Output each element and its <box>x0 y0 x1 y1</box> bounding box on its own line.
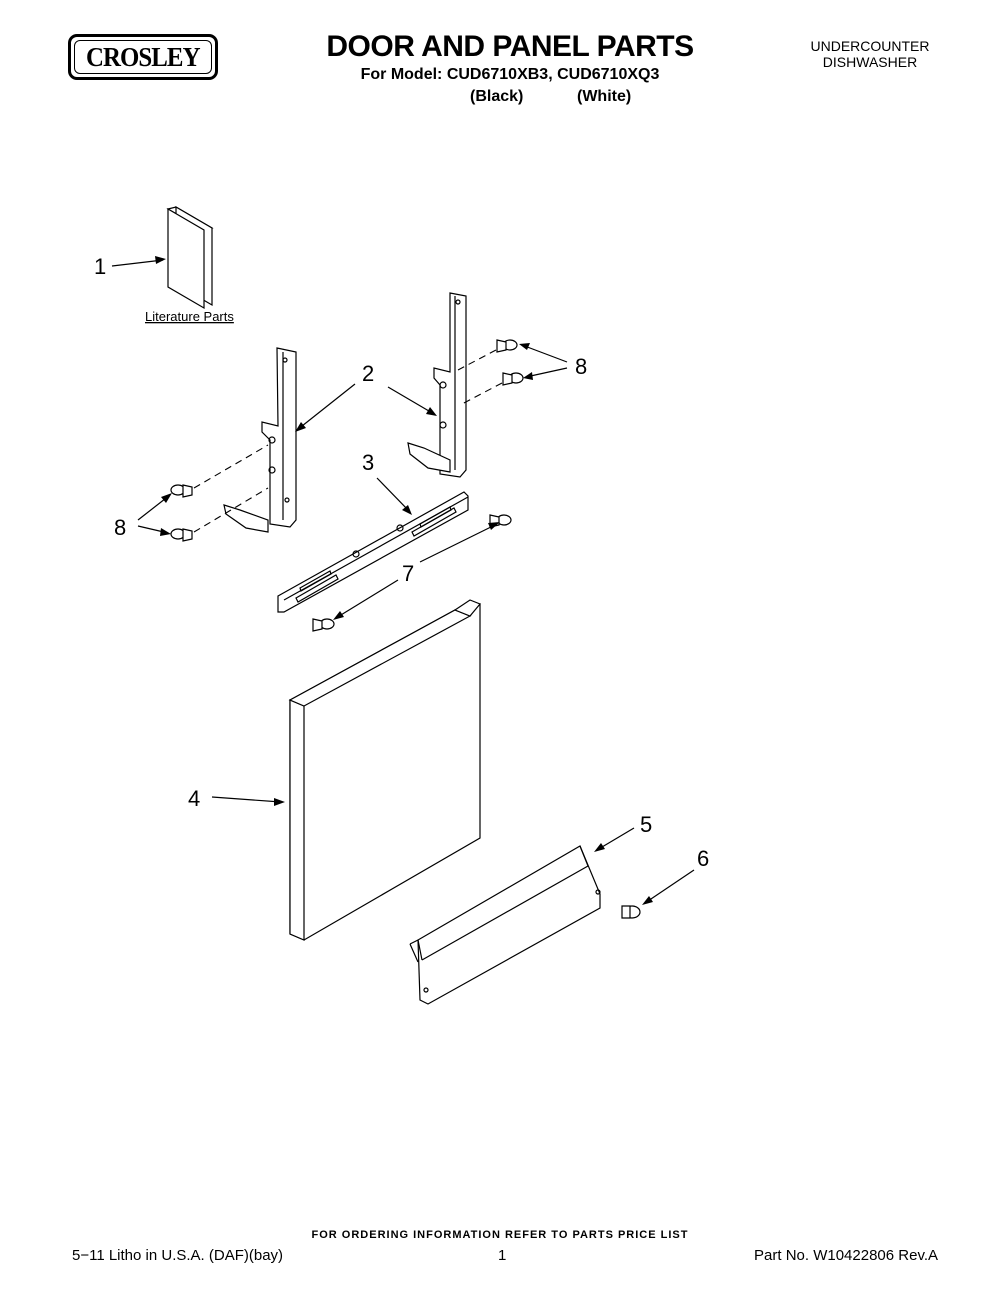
callout-6: 6 <box>697 846 709 871</box>
toe-panel-screw <box>621 905 641 919</box>
page-number: 1 <box>498 1247 507 1264</box>
mounting-bracket <box>277 491 469 613</box>
hinge-bracket-left <box>223 347 297 533</box>
ordering-info: FOR ORDERING INFORMATION REFER TO PARTS … <box>311 1229 689 1241</box>
hinge-screws <box>170 339 524 542</box>
brand-name: CROSLEY <box>86 41 201 72</box>
literature-booklet <box>166 205 214 310</box>
callout-8-left: 8 <box>114 515 126 540</box>
hinge-bracket-right <box>407 292 467 478</box>
callout-8-right: 8 <box>575 354 587 379</box>
door-panel <box>288 599 481 941</box>
leader-line-1 <box>111 259 164 267</box>
callout-4: 4 <box>188 786 200 811</box>
part-number: Part No. W10422806 Rev.A <box>754 1247 938 1264</box>
toe-panel <box>409 845 601 1005</box>
color-black-label: (Black) <box>470 88 524 105</box>
color-white-label: (White) <box>577 88 632 105</box>
callout-5: 5 <box>640 812 652 837</box>
model-line: For Model: CUD6710XB3, CUD6710XQ3 <box>360 66 660 83</box>
product-line-2: DISHWASHER <box>822 54 918 70</box>
callout-3: 3 <box>362 450 374 475</box>
product-line-1: UNDERCOUNTER <box>810 38 930 54</box>
crosley-logo: CROSLEY <box>68 34 218 80</box>
callout-2: 2 <box>362 361 374 386</box>
bracket-screws <box>312 514 512 632</box>
literature-parts-label: Literature Parts <box>145 309 234 324</box>
callout-1: 1 <box>94 254 106 279</box>
litho-info: 5−11 Litho in U.S.A. (DAF)(bay) <box>72 1247 284 1264</box>
page-title: DOOR AND PANEL PARTS <box>326 30 694 63</box>
product-type: UNDERCOUNTER DISHWASHER <box>790 38 950 70</box>
callout-7: 7 <box>402 561 414 586</box>
